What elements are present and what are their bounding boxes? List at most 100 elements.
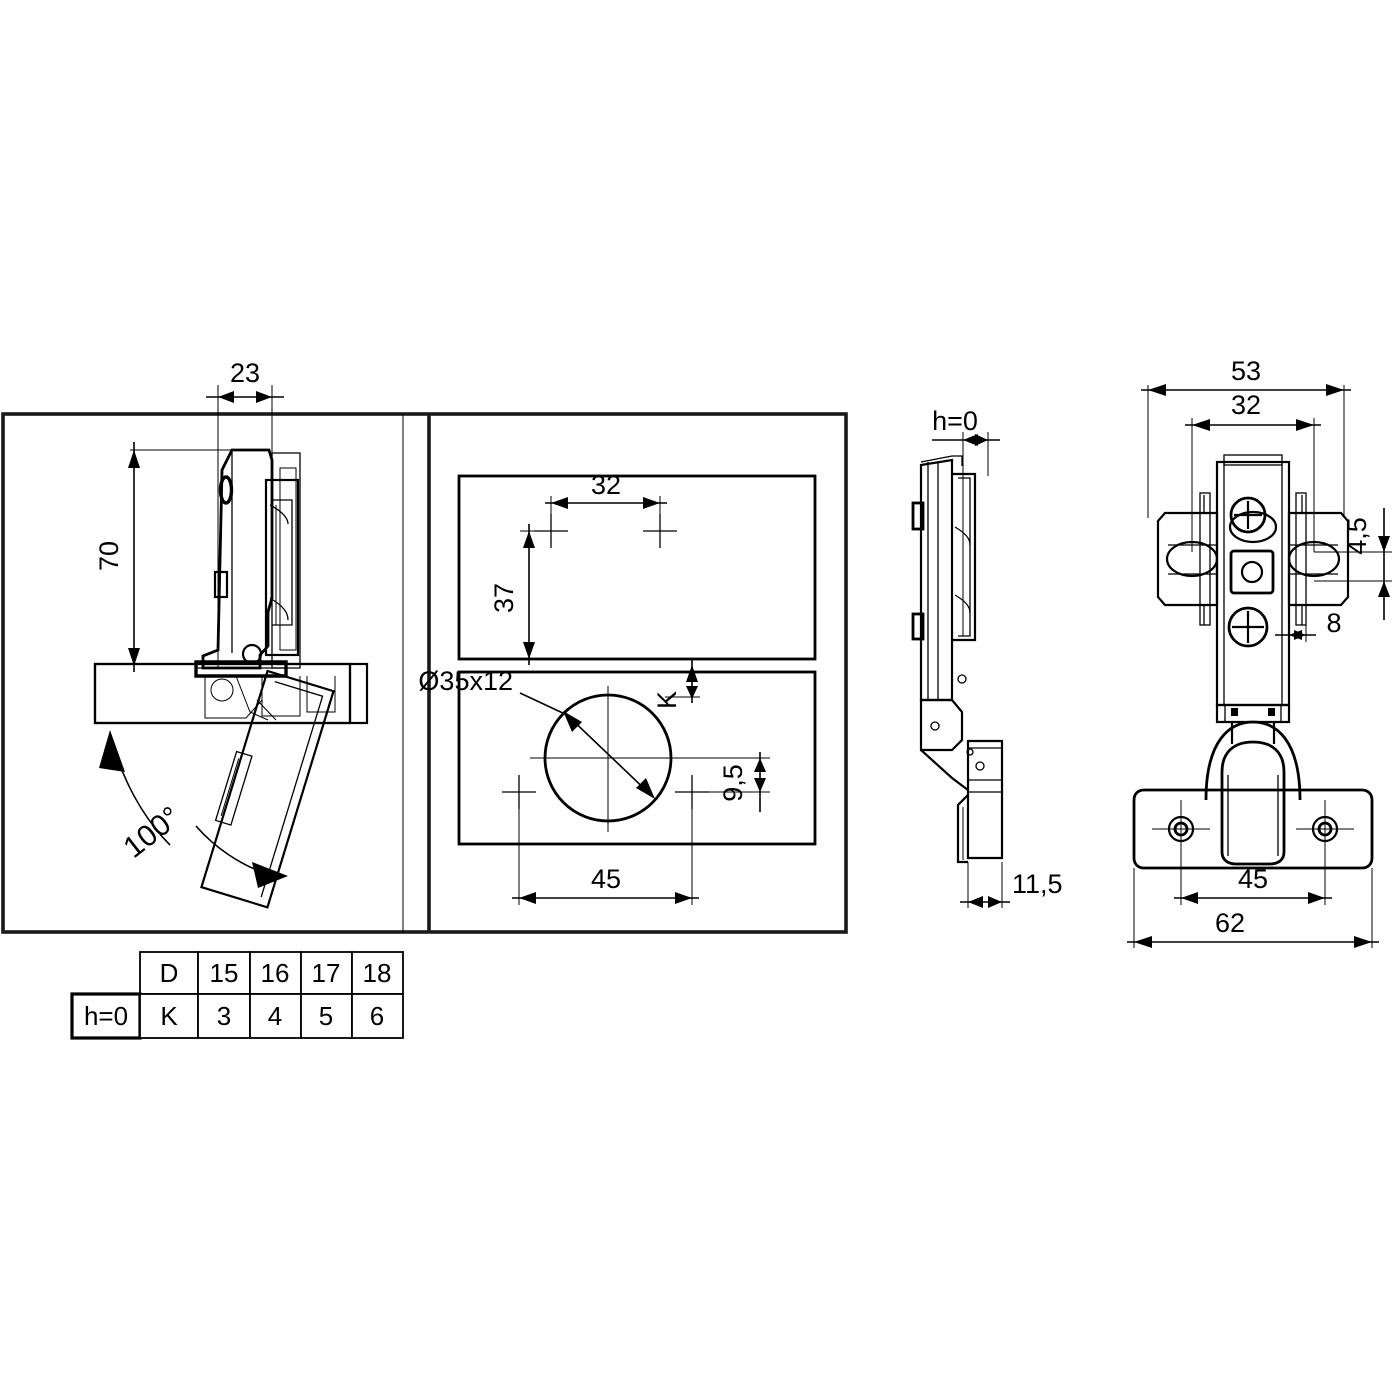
profile-cup-pin xyxy=(966,748,974,756)
table-value-cell-2 xyxy=(249,993,302,1039)
profile-notch-lower xyxy=(911,612,925,641)
dim32p-arrow-l xyxy=(1192,419,1210,431)
profile-arm-pivot xyxy=(957,674,967,684)
plan-arm-top-tab xyxy=(1223,454,1283,466)
dim95-arrow-top xyxy=(754,758,766,772)
dim70-label: 70 xyxy=(94,541,124,571)
dim45s-label: 4,5 xyxy=(1342,517,1372,555)
dim95-arrow-bot xyxy=(754,778,766,792)
left-frame-group xyxy=(1,412,848,934)
adjust-screw-column xyxy=(264,478,300,657)
dim115-arrow-l xyxy=(968,896,983,908)
dimension-32-drill: 32 xyxy=(545,470,667,524)
cup-diam-arrow-b xyxy=(636,778,655,799)
screw-thread-2 xyxy=(269,597,289,621)
dimension-37: 37 xyxy=(489,524,545,665)
dimension-62: 62 xyxy=(1127,868,1379,948)
door-open-inner xyxy=(260,680,324,898)
door-open-outline xyxy=(200,669,335,909)
table-row-label: h=0 xyxy=(84,1001,128,1031)
cup-hidden-hole xyxy=(210,678,234,702)
cabinet-panel xyxy=(93,662,369,725)
dim8-arrow-r xyxy=(1294,630,1306,640)
dimK-arrow-top xyxy=(686,665,698,682)
table-header-cell-4 xyxy=(351,951,404,995)
plan-cup-body xyxy=(1220,740,1286,866)
table-value-3: 5 xyxy=(319,1001,333,1031)
dim70-arrow-top xyxy=(128,450,140,468)
table-value-2: 4 xyxy=(268,1001,282,1031)
plan-view: 53 32 4,5 xyxy=(1127,356,1392,948)
table-value-0: K xyxy=(160,1001,178,1031)
table-value-1: 3 xyxy=(217,1001,231,1031)
arm-pivot-slot xyxy=(218,475,234,505)
profile-view: h=0 11,5 xyxy=(911,406,1063,908)
plan-neck xyxy=(1215,703,1291,744)
dim32p-arrow-r xyxy=(1296,419,1314,431)
drill-rect-lower xyxy=(457,670,817,846)
door-closed-inner xyxy=(279,467,297,651)
dim45d-label: 45 xyxy=(591,864,621,894)
cup-label-leader xyxy=(519,692,568,716)
table-row-label-cell xyxy=(70,992,142,1040)
hinge-arm-body xyxy=(201,448,274,670)
door-open-panel xyxy=(200,669,335,909)
dim53-arrow-l xyxy=(1148,384,1166,396)
cup-hidden-arm xyxy=(256,699,277,721)
table-header-cell-1 xyxy=(197,951,251,995)
drilling-pattern-view: 32 37 Ø35x12 xyxy=(418,470,817,905)
dimension-4-5: 4,5 xyxy=(1314,508,1392,620)
panel-outline xyxy=(93,662,369,725)
plan-neck-lines xyxy=(1224,705,1282,722)
side-section-view: 23 70 100° xyxy=(93,358,369,909)
dimK-label: K xyxy=(652,691,682,709)
screw-column-outline xyxy=(264,478,300,657)
dimension-45-plan: 45 xyxy=(1174,829,1332,905)
profile-thread-1 xyxy=(954,526,971,546)
dimension-8: 8 xyxy=(1275,585,1342,642)
angle-arrow-up xyxy=(99,730,125,772)
dim115-arrow-r xyxy=(988,896,1002,908)
dim23-arrow-right xyxy=(256,391,272,403)
plan-screws xyxy=(1227,496,1278,648)
dim37-label: 37 xyxy=(489,583,519,613)
profile-cup-screw xyxy=(975,761,985,771)
dimension-9-5: 9,5 xyxy=(692,752,770,812)
dim8-label: 8 xyxy=(1326,608,1341,638)
screw-crosses-upper xyxy=(534,514,677,548)
cup-diam-arrow-a xyxy=(563,711,582,732)
dimh0-label: h=0 xyxy=(932,406,978,436)
plan-neck-stems xyxy=(1230,722,1276,744)
cup-bore-circle: Ø35x12 xyxy=(418,666,700,832)
door-open-hinge-cup xyxy=(214,750,253,826)
table-header-4: 18 xyxy=(363,958,392,988)
plan-cup xyxy=(1204,720,1302,866)
cup-diam-leader xyxy=(564,712,654,798)
dim45d-arrow-l xyxy=(519,892,536,904)
plan-screw-slot-upper xyxy=(1228,510,1278,544)
dim62-label: 62 xyxy=(1215,908,1245,938)
plan-center-hole xyxy=(1240,560,1264,584)
dim32d-label: 32 xyxy=(591,470,621,500)
plan-baseplate-outline xyxy=(1132,788,1374,870)
dimension-32-plan: 32 xyxy=(1185,390,1321,552)
plan-cup-inner xyxy=(1227,775,1279,856)
dim45p-arrow-l xyxy=(1181,892,1198,904)
table-value-4: 6 xyxy=(370,1001,384,1031)
plan-arm-shaft xyxy=(1215,454,1291,707)
dim23-label: 23 xyxy=(230,358,260,388)
dim32d-arrow-r xyxy=(643,497,660,509)
plan-cup-dome xyxy=(1204,720,1302,801)
plan-screw-lower xyxy=(1227,606,1269,648)
dimension-K: K xyxy=(652,659,700,709)
dim32p-label: 32 xyxy=(1231,390,1261,420)
table-header-2: 16 xyxy=(261,958,290,988)
dim37-arrow-bot xyxy=(523,642,535,659)
cup-hidden-right xyxy=(306,676,336,713)
dimension-53: 53 xyxy=(1141,356,1351,518)
hinge-cup-hidden xyxy=(204,675,336,721)
table-value-cell-1 xyxy=(197,993,251,1039)
plan-center-square xyxy=(1229,549,1275,595)
table-header-1: 15 xyxy=(210,958,239,988)
